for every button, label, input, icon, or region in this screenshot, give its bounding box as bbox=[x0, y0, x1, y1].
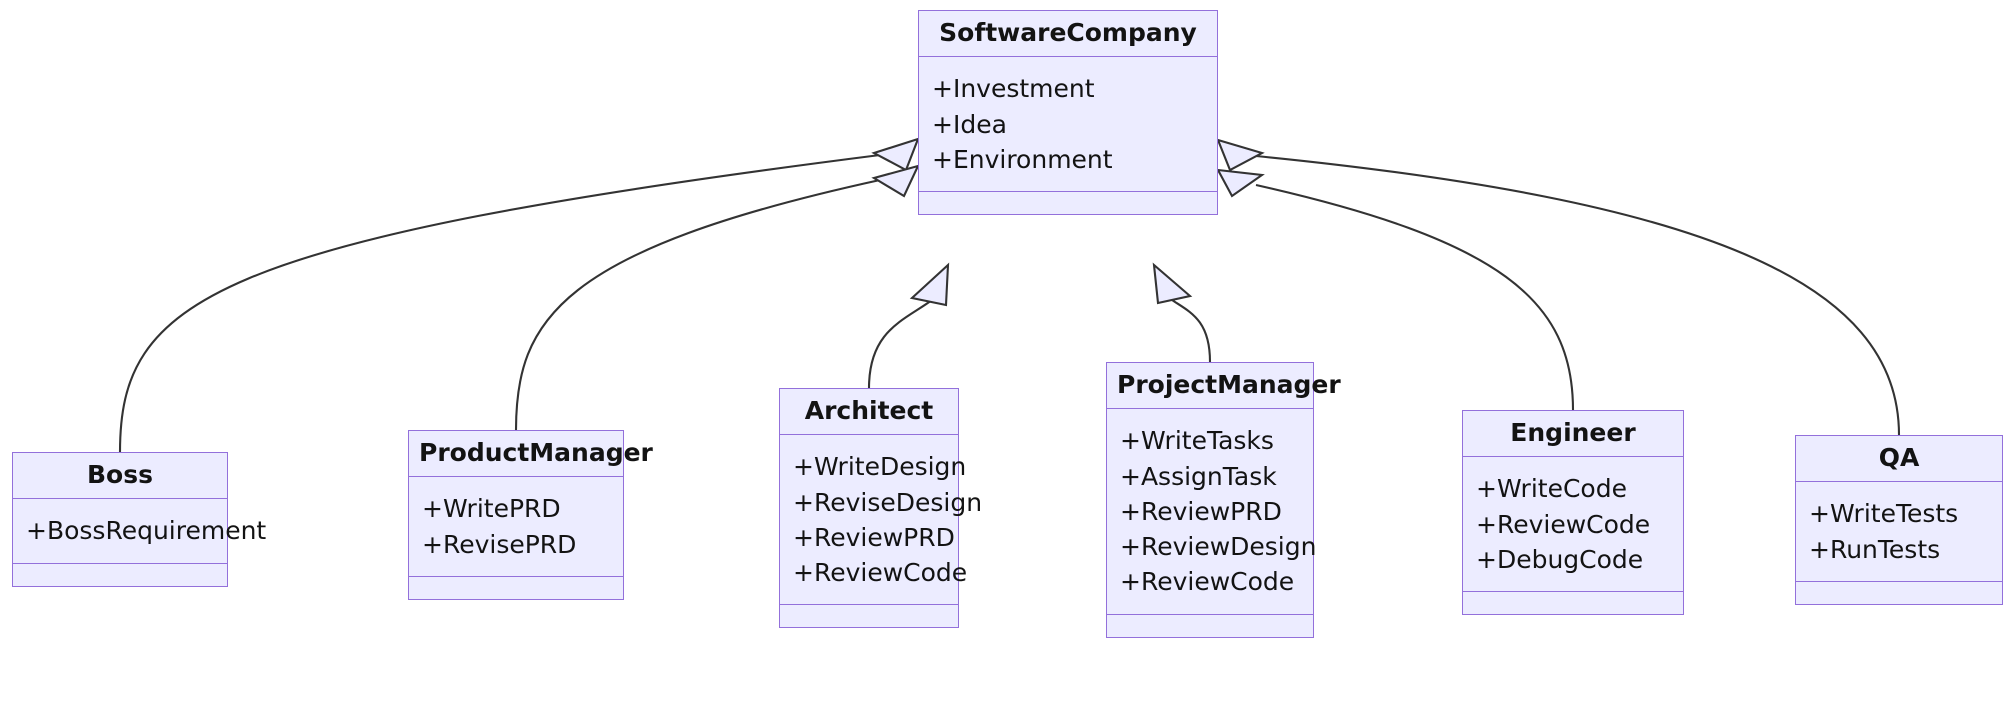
class-methods-product-manager bbox=[409, 577, 623, 599]
class-attribute: +ReviewPRD bbox=[1120, 496, 1282, 526]
class-attribute: +WriteTests bbox=[1809, 499, 1959, 529]
class-attribute: +Investment bbox=[932, 74, 1095, 104]
class-methods-boss bbox=[13, 564, 227, 586]
class-attribute: +WriteCode bbox=[1476, 474, 1627, 504]
class-title-project-manager: ProjectManager bbox=[1107, 363, 1341, 410]
class-attribute: +WriteTasks bbox=[1120, 426, 1274, 456]
class-methods-software-company bbox=[919, 192, 1217, 214]
class-node-product-manager[interactable]: ProductManager +WritePRD +RevisePRD bbox=[408, 430, 653, 600]
class-title-software-company: SoftwareCompany bbox=[919, 11, 1217, 58]
class-attribute: +ReviewDesign bbox=[1120, 532, 1317, 561]
class-attribute: +WritePRD bbox=[422, 494, 561, 524]
edge-project-manager-to-company bbox=[1152, 262, 1212, 363]
class-attribute: +ReviseDesign bbox=[793, 487, 983, 517]
edge-architect-to-company bbox=[867, 262, 950, 389]
class-attribute: +ReviewCode bbox=[1476, 509, 1651, 539]
class-title-product-manager: ProductManager bbox=[409, 431, 653, 478]
class-attributes-software-company: +Investment +Idea +Environment bbox=[919, 57, 1217, 192]
class-node-engineer[interactable]: Engineer +WriteCode +ReviewCode +DebugCo… bbox=[1462, 410, 1684, 615]
class-attributes-project-manager: +WriteTasks +AssignTask +ReviewPRD +Revi… bbox=[1107, 409, 1317, 615]
class-attribute: +ReviewPRD bbox=[793, 522, 955, 552]
class-node-boss[interactable]: Boss +BossRequirement bbox=[12, 452, 267, 587]
class-attributes-architect: +WriteDesign +ReviseDesign +ReviewPRD +R… bbox=[780, 435, 983, 606]
class-node-architect[interactable]: Architect +WriteDesign +ReviseDesign +Re… bbox=[779, 388, 983, 629]
class-attribute: +RunTests bbox=[1809, 534, 1941, 564]
class-attribute: +AssignTask bbox=[1120, 461, 1277, 491]
class-attribute: +RevisePRD bbox=[422, 529, 577, 559]
class-attribute: +DebugCode bbox=[1476, 544, 1644, 574]
class-title-engineer: Engineer bbox=[1463, 411, 1683, 458]
class-methods-qa bbox=[1796, 582, 2002, 604]
class-node-qa[interactable]: QA +WriteTests +RunTests bbox=[1795, 435, 2003, 605]
class-methods-engineer bbox=[1463, 592, 1683, 614]
class-attributes-product-manager: +WritePRD +RevisePRD bbox=[409, 477, 623, 577]
class-attribute: +ReviewCode bbox=[1120, 567, 1295, 597]
class-node-project-manager[interactable]: ProjectManager +WriteTasks +AssignTask +… bbox=[1106, 362, 1341, 638]
class-attribute: +Environment bbox=[932, 144, 1113, 174]
class-attribute: +WriteDesign bbox=[793, 452, 967, 482]
class-title-boss: Boss bbox=[13, 453, 227, 500]
class-attribute: +BossRequirement bbox=[26, 516, 267, 546]
class-attributes-engineer: +WriteCode +ReviewCode +DebugCode bbox=[1463, 457, 1683, 592]
class-methods-project-manager bbox=[1107, 615, 1313, 637]
class-attributes-qa: +WriteTests +RunTests bbox=[1796, 482, 2002, 582]
class-node-software-company[interactable]: SoftwareCompany +Investment +Idea +Envir… bbox=[918, 10, 1218, 215]
class-methods-architect bbox=[780, 605, 958, 627]
class-title-qa: QA bbox=[1796, 436, 2002, 483]
class-title-architect: Architect bbox=[780, 389, 958, 436]
class-attributes-boss: +BossRequirement bbox=[13, 499, 267, 564]
class-attribute: +Idea bbox=[932, 109, 1007, 139]
class-attribute: +ReviewCode bbox=[793, 558, 968, 587]
